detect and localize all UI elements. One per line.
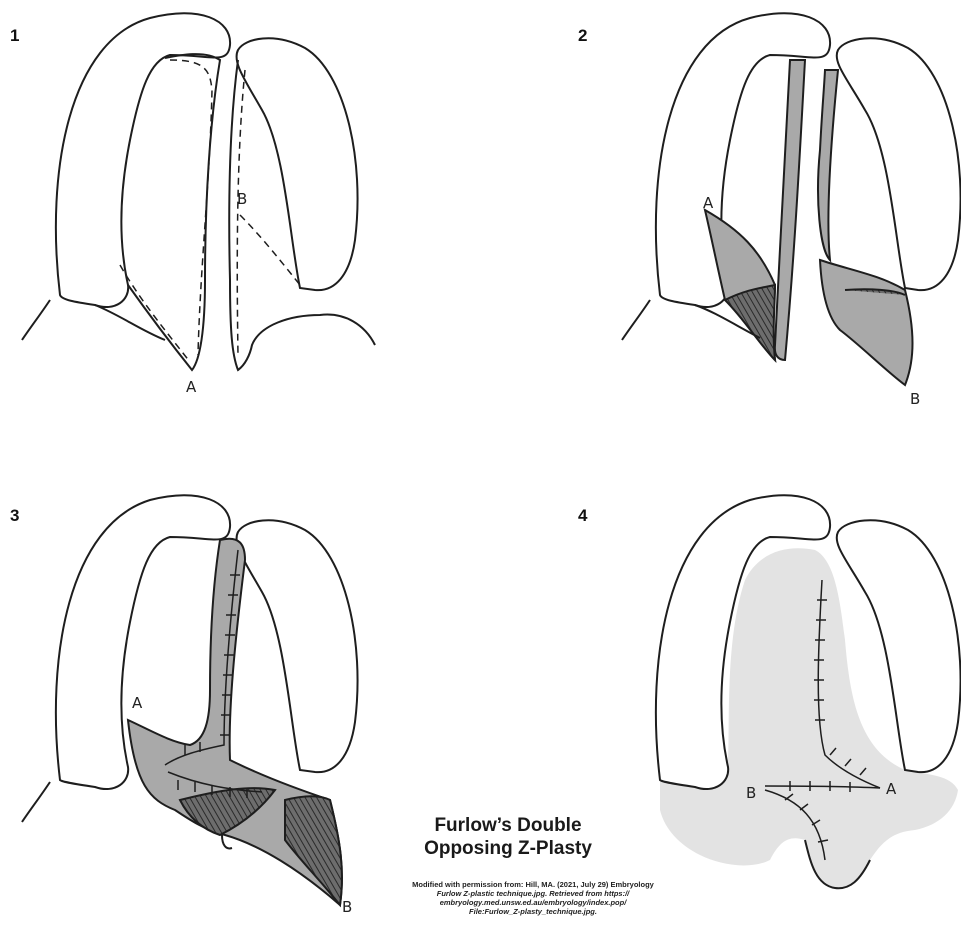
panel-3-number: 3 [10, 506, 19, 526]
panel-3-drawing [22, 495, 358, 905]
citation-line-1: Modified with permission from: Hill, MA.… [368, 880, 698, 889]
panel-1-drawing [22, 13, 375, 370]
panel-3-label-a: A [132, 694, 143, 712]
panel-1-number: 1 [10, 26, 19, 46]
panel-1-label-a: A [186, 378, 197, 396]
panel-4-label-b: B [746, 784, 756, 802]
panel-4-number: 4 [578, 506, 587, 526]
citation-line-3: embryology.med.unsw.ed.au/embryology/ind… [368, 898, 698, 907]
panel-3-label-b: B [342, 898, 352, 916]
title-line-2: Opposing Z-Plasty [388, 837, 628, 860]
panel-2-label-a: A [703, 194, 714, 212]
citation-line-2: Furlow Z-plastic technique.jpg. Retrieve… [368, 889, 698, 898]
figure-title: Furlow’s Double Opposing Z-Plasty [388, 814, 628, 860]
title-line-1: Furlow’s Double [388, 814, 628, 837]
panel-2-label-b: B [910, 390, 920, 408]
panel-2-number: 2 [578, 26, 587, 46]
figure-citation: Modified with permission from: Hill, MA.… [368, 880, 698, 916]
citation-line-4: File:Furlow_Z-plasty_technique.jpg. [368, 907, 698, 916]
panel-4-drawing [656, 495, 961, 888]
panel-4-label-a: A [886, 780, 897, 798]
panel-1-label-b: B [237, 190, 247, 208]
panel-2-drawing [622, 13, 961, 385]
